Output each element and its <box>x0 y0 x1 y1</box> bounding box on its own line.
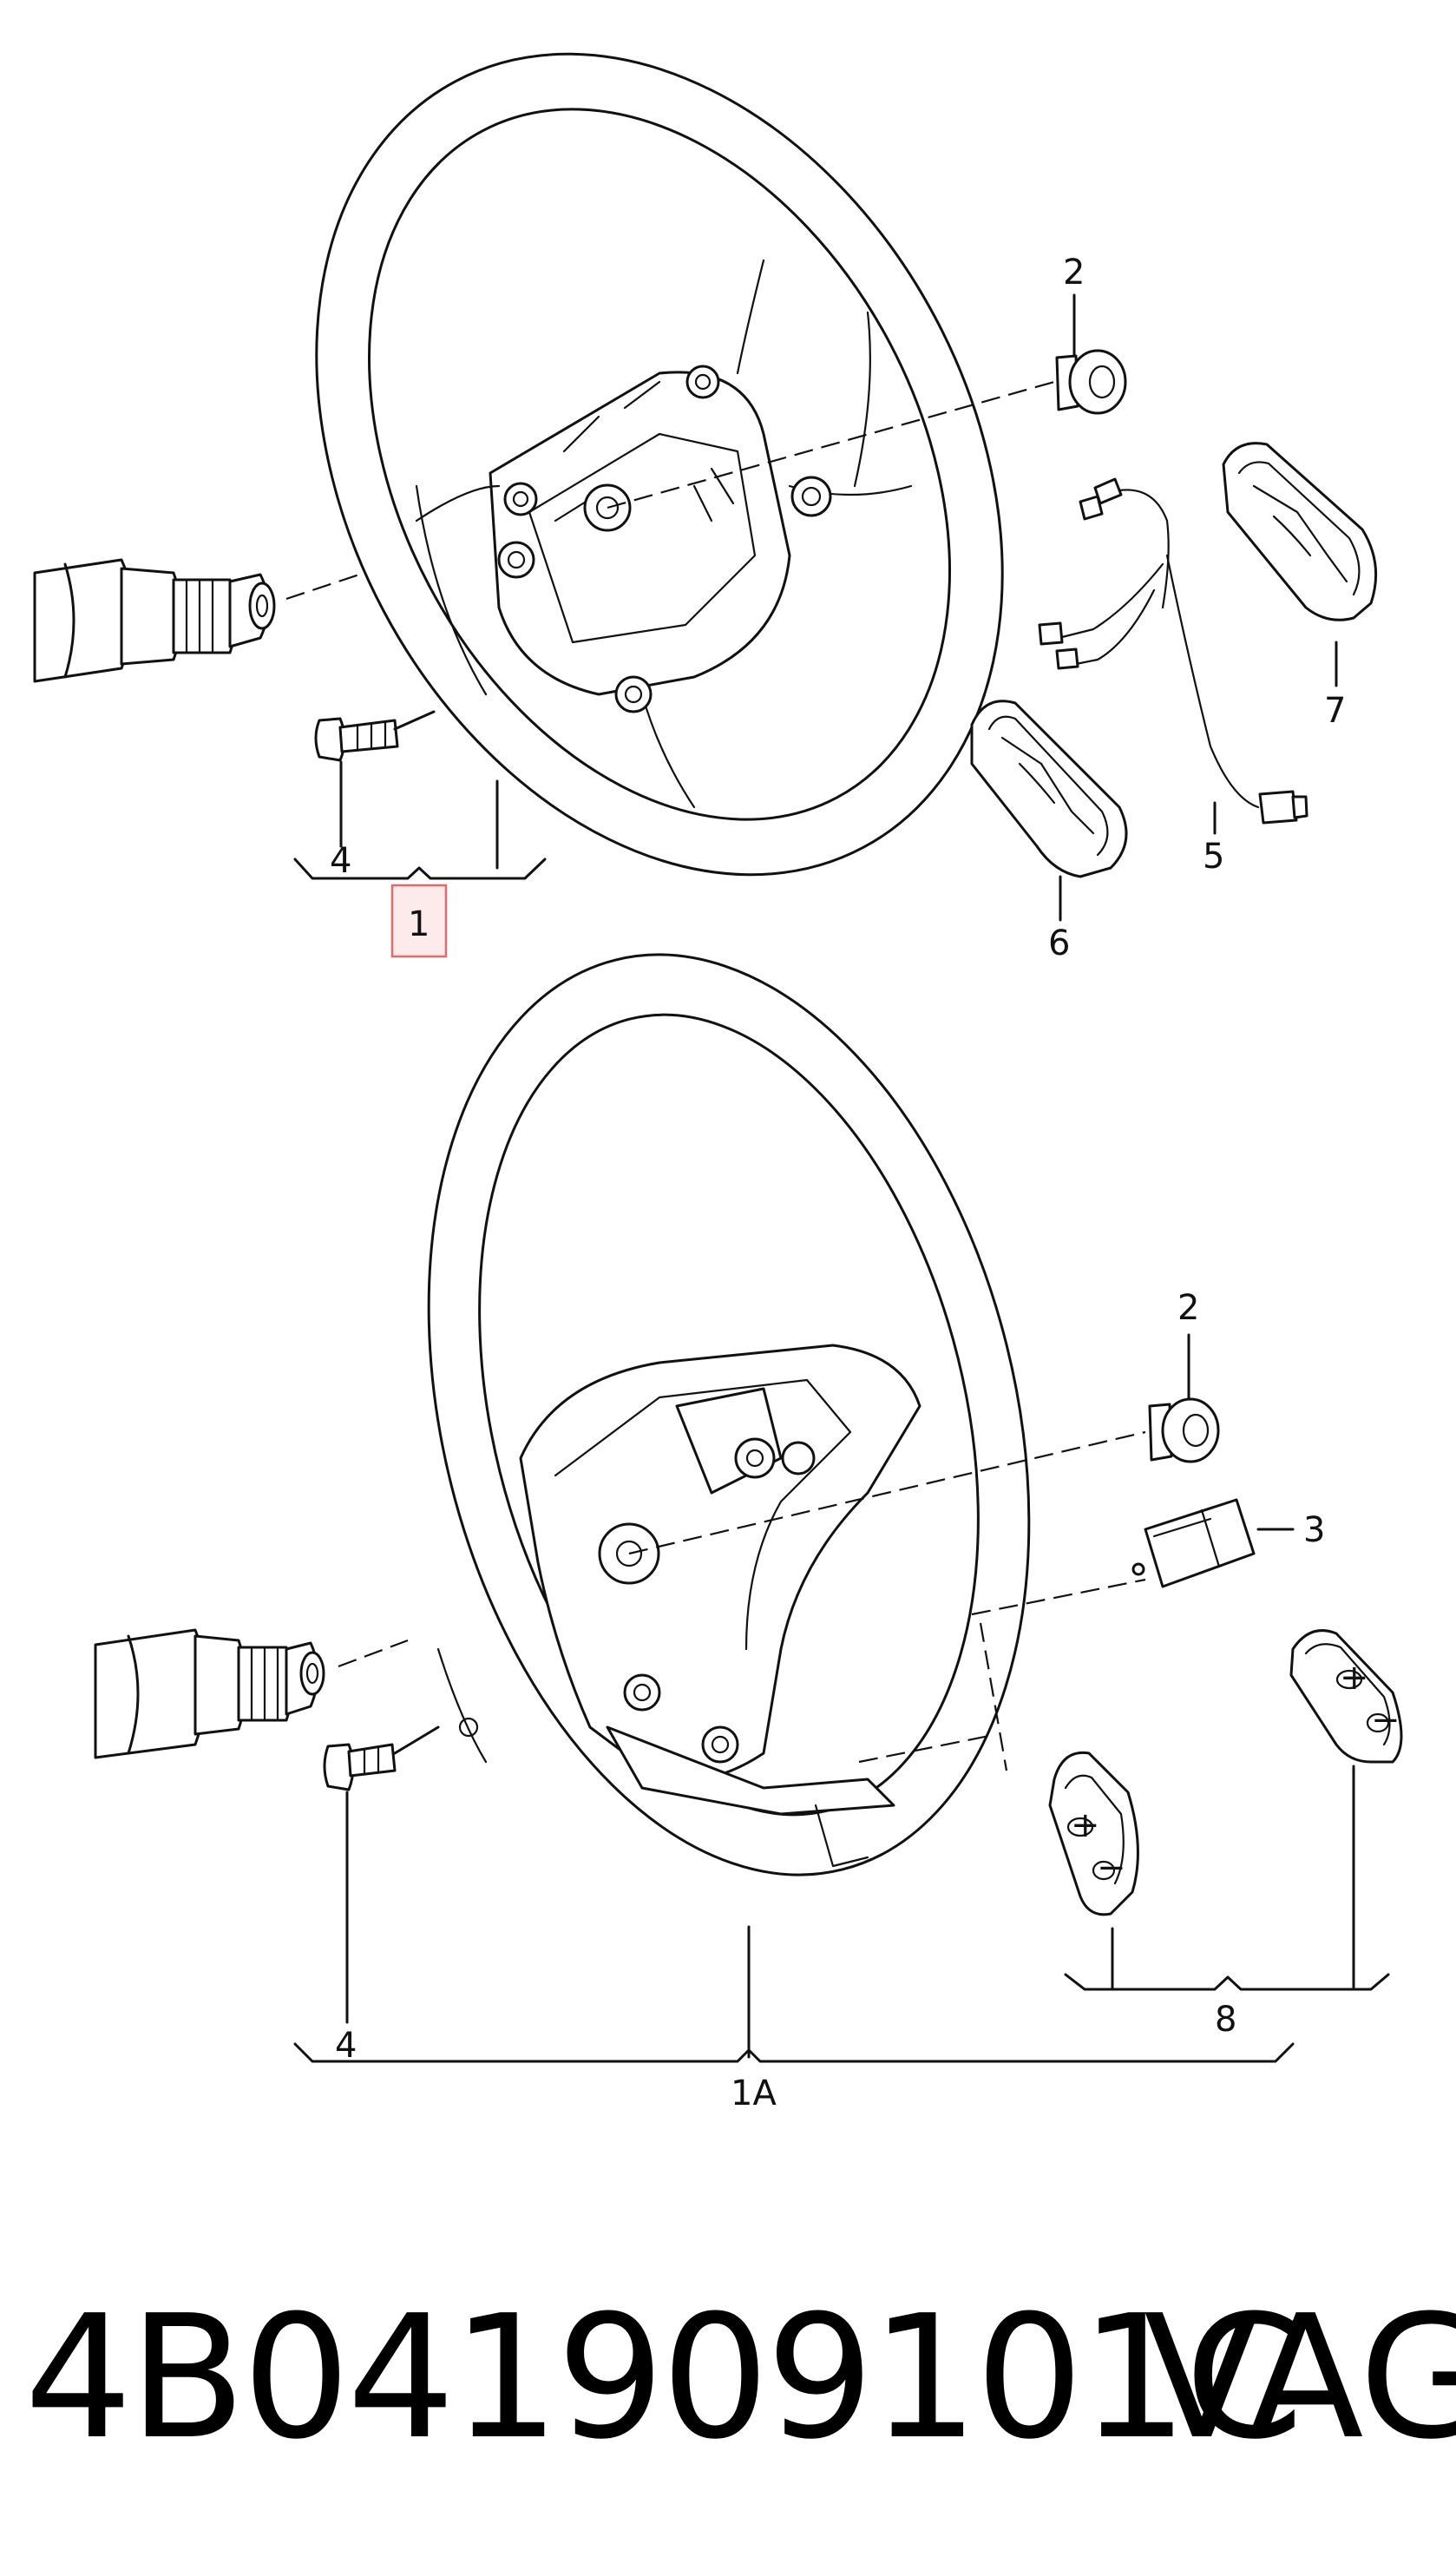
callout-top-6: 6 <box>1048 923 1070 963</box>
callout-top-1: 1 <box>408 904 430 944</box>
callout-top-7: 7 <box>1324 691 1346 731</box>
svg-text:+: + <box>1071 1805 1100 1845</box>
callout-bottom-1a: 1A <box>731 2074 777 2113</box>
top-assembly <box>33 52 1378 922</box>
callout-top-4: 4 <box>330 841 351 881</box>
svg-text:−: − <box>1097 1848 1126 1888</box>
top-nut <box>1055 349 1127 415</box>
top-steering-column <box>33 558 365 683</box>
top-wiring-harness <box>1038 477 1308 825</box>
footer: 4B041909101C VAG <box>0 2274 1456 2482</box>
svg-text:−: − <box>1371 1700 1400 1740</box>
parts-diagram: + − + − 2 7 5 6 4 1 2 3 4 8 1A <box>33 52 1403 2113</box>
bottom-steering-wheel <box>427 953 1146 1876</box>
callout-bottom-4: 4 <box>335 2026 357 2066</box>
brand-name: VAG <box>1144 2279 1456 2477</box>
bottom-switch-right: + − <box>1289 1629 1403 1764</box>
callout-bottom-8: 8 <box>1215 2000 1236 2040</box>
top-bolt <box>314 710 436 762</box>
svg-text:+: + <box>1340 1658 1369 1698</box>
part-number: 4B041909101C <box>24 2279 1303 2477</box>
bottom-nut <box>1148 1397 1220 1463</box>
bottom-assembly: + − + − <box>94 953 1403 2063</box>
callout-top-5: 5 <box>1203 837 1224 877</box>
callout-1-highlight <box>390 884 448 958</box>
bottom-steering-column <box>94 1628 409 1759</box>
top-switch-module-right <box>1222 442 1378 621</box>
top-switch-module-left <box>970 700 1128 878</box>
callout-top-2: 2 <box>1063 253 1085 292</box>
top-steering-wheel <box>315 52 1055 877</box>
callout-bottom-2: 2 <box>1177 1288 1199 1328</box>
bottom-switch-left: + − <box>1048 1751 1139 1916</box>
bottom-control-module <box>1131 1498 1256 1588</box>
bottom-bolt <box>323 1725 440 1791</box>
callout-bottom-3: 3 <box>1303 1510 1325 1550</box>
